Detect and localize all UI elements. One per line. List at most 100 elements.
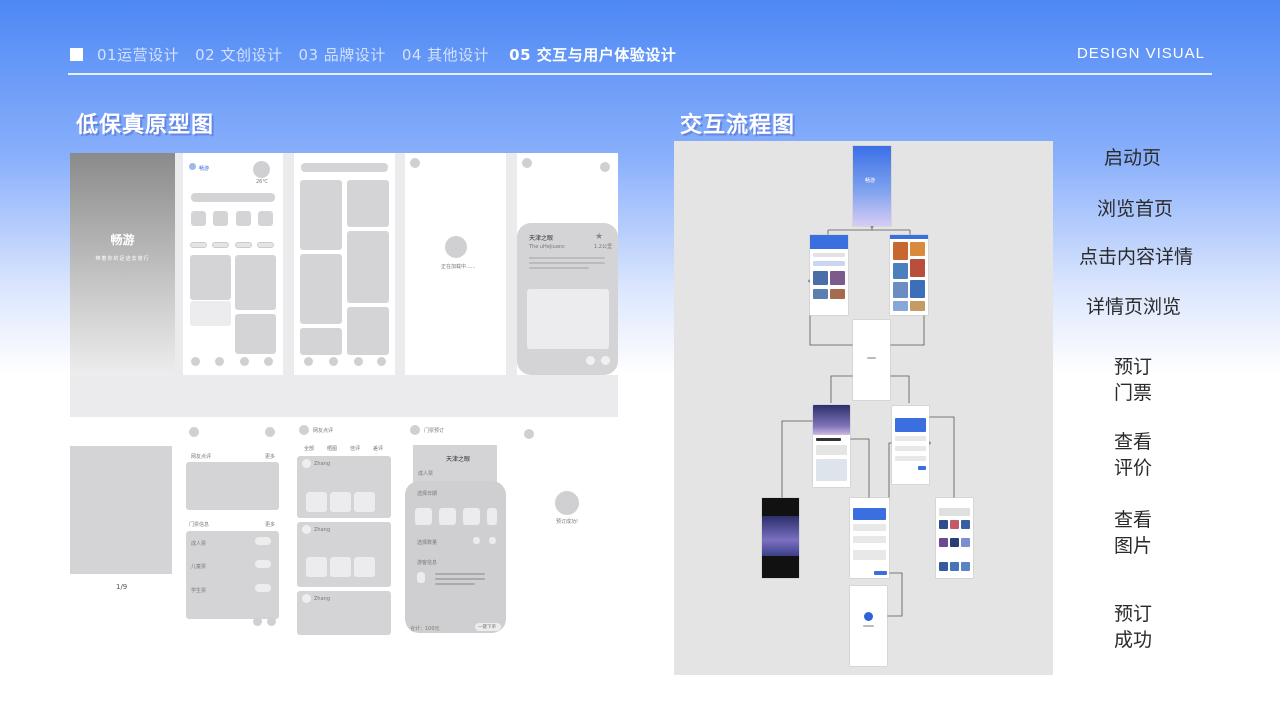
flow-feed-screen[interactable]	[890, 235, 928, 315]
category-icon[interactable]	[236, 211, 251, 226]
order-button[interactable]	[475, 623, 501, 631]
action-icon[interactable]	[601, 356, 610, 365]
reviews-label: 网友点评	[191, 454, 212, 460]
comment-photo[interactable]	[306, 557, 327, 577]
desc-line	[529, 262, 605, 264]
flow-success-text	[863, 625, 874, 627]
flow-loading-screen[interactable]	[853, 320, 890, 400]
back-icon[interactable]	[189, 427, 199, 437]
share-icon[interactable]	[600, 162, 610, 172]
tab-icon[interactable]	[304, 357, 313, 366]
quantity-minus[interactable]	[473, 537, 480, 544]
avatar	[302, 525, 311, 534]
book-button[interactable]	[255, 584, 271, 592]
flow-detail-screen[interactable]	[813, 405, 850, 487]
tab-icon[interactable]	[264, 357, 273, 366]
flow-success-screen[interactable]	[850, 586, 887, 666]
action-icon[interactable]	[586, 356, 595, 365]
date-option[interactable]	[415, 508, 432, 525]
share-icon[interactable]	[265, 427, 275, 437]
flow-thumb	[910, 280, 925, 298]
ticket-summary	[413, 445, 497, 485]
flow-thumb	[893, 301, 908, 311]
star-icon[interactable]: ★	[595, 232, 604, 242]
more-link[interactable]: 更多	[265, 522, 276, 528]
nav-item-brand[interactable]: 03 品牌设计	[298, 45, 386, 64]
review-preview[interactable]	[186, 462, 279, 510]
booking-sheet	[405, 481, 506, 633]
tab-icon[interactable]	[329, 357, 338, 366]
comments-tab[interactable]: 差评	[373, 446, 384, 452]
content-card[interactable]	[235, 255, 276, 310]
comment-photo[interactable]	[330, 557, 351, 577]
flow-thumb	[893, 242, 908, 260]
comments-tab[interactable]: 全部	[304, 446, 315, 452]
flow-thumb	[910, 301, 925, 311]
more-link[interactable]: 更多	[265, 454, 276, 460]
feed-card[interactable]	[347, 231, 389, 303]
quantity-plus[interactable]	[489, 537, 496, 544]
feed-card[interactable]	[347, 307, 389, 355]
feed-card[interactable]	[300, 254, 342, 324]
date-option[interactable]	[463, 508, 480, 525]
flow-home-screen[interactable]	[810, 235, 848, 315]
flow-ticket-info-screen[interactable]	[892, 406, 929, 484]
filter-chip[interactable]	[190, 242, 207, 248]
flow-thumb	[813, 271, 828, 285]
tab-icon[interactable]	[191, 357, 200, 366]
action-icon[interactable]	[253, 617, 262, 626]
feed-card[interactable]	[300, 328, 342, 355]
book-button[interactable]	[255, 537, 271, 545]
comment-photo[interactable]	[354, 557, 375, 577]
flow-booking-row	[853, 524, 886, 531]
search-input[interactable]	[301, 163, 388, 172]
flow-thumb	[813, 289, 828, 299]
back-icon[interactable]	[522, 158, 532, 168]
comment-photo[interactable]	[306, 492, 327, 512]
nav-item-interaction[interactable]: 05 交互与用户体验设计	[509, 45, 677, 64]
book-button[interactable]	[255, 560, 271, 568]
photo-preview[interactable]	[70, 446, 172, 574]
nav-item-other[interactable]: 04 其他设计	[401, 45, 490, 64]
action-icon[interactable]	[267, 617, 276, 626]
back-icon[interactable]	[410, 158, 420, 168]
flow-thumb	[893, 282, 908, 298]
nav-item-operations[interactable]: 01运营设计	[97, 45, 180, 64]
nav-item-cultural[interactable]: 02 文创设计	[195, 45, 283, 64]
filter-chip[interactable]	[257, 242, 274, 248]
search-input[interactable]	[191, 193, 275, 202]
flow-image-screen[interactable]	[762, 498, 799, 578]
flow-detail-title	[816, 438, 841, 441]
back-icon[interactable]	[524, 429, 534, 439]
flow-comments-screen[interactable]	[936, 498, 973, 578]
wire-feed	[294, 153, 395, 375]
comment-card[interactable]	[297, 591, 391, 635]
splash-subtitle: 带着你的足迹去旅行	[95, 256, 150, 262]
comment-photo[interactable]	[330, 492, 351, 512]
content-card[interactable]	[235, 314, 276, 354]
comment-card[interactable]	[297, 522, 391, 587]
tab-icon[interactable]	[240, 357, 249, 366]
tab-icon[interactable]	[377, 357, 386, 366]
tab-icon[interactable]	[215, 357, 224, 366]
category-icon[interactable]	[258, 211, 273, 226]
back-icon[interactable]	[410, 425, 420, 435]
flow-ticket-banner	[895, 418, 926, 432]
content-card[interactable]	[190, 255, 231, 300]
category-icon[interactable]	[191, 211, 206, 226]
comments-tab[interactable]: 佳评	[350, 446, 361, 452]
date-option[interactable]	[439, 508, 456, 525]
feed-card[interactable]	[347, 180, 389, 227]
tab-icon[interactable]	[354, 357, 363, 366]
date-option[interactable]	[487, 508, 497, 525]
filter-chip[interactable]	[235, 242, 252, 248]
category-icon[interactable]	[213, 211, 228, 226]
success-icon	[555, 491, 579, 515]
feed-card[interactable]	[300, 180, 342, 250]
flow-splash-screen[interactable]: 畅游	[853, 146, 891, 226]
comment-photo[interactable]	[354, 492, 375, 512]
filter-chip[interactable]	[212, 242, 229, 248]
comments-tab[interactable]: 晒图	[327, 446, 338, 452]
flow-booking-screen[interactable]	[850, 498, 889, 578]
back-icon[interactable]	[299, 425, 309, 435]
